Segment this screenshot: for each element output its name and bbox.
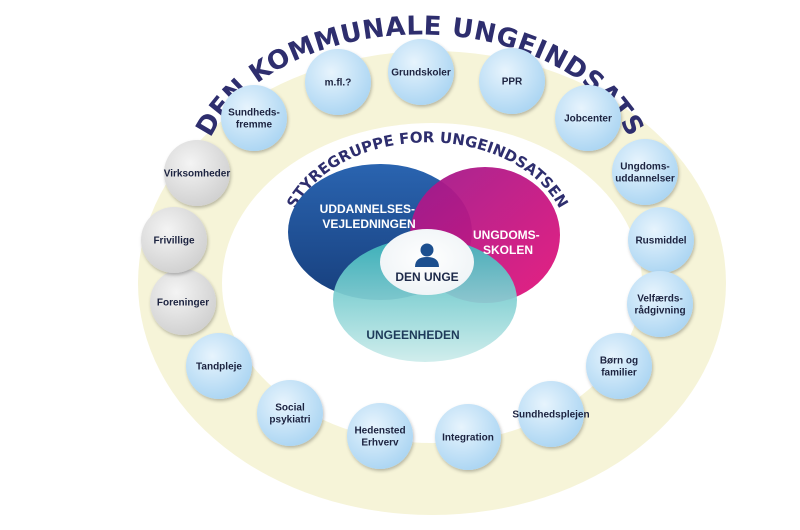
partner-bubble: Jobcenter bbox=[555, 85, 621, 151]
bubble-circle bbox=[627, 271, 693, 337]
bubble-label: Sundheds-fremme bbox=[228, 108, 280, 131]
bubble-circle bbox=[164, 140, 230, 206]
bubble-label: Rusmiddel bbox=[635, 236, 686, 247]
bubble-circle bbox=[586, 333, 652, 399]
bubble-circle bbox=[612, 139, 678, 205]
bubble-circle bbox=[628, 207, 694, 273]
bubble-circle bbox=[186, 333, 252, 399]
bubble-circle bbox=[435, 404, 501, 470]
bubble-circle bbox=[257, 380, 323, 446]
partner-bubble: Virksomheder bbox=[164, 140, 231, 206]
venn-left-label: UDDANNELSES- VEJLEDNINGEN bbox=[320, 202, 419, 231]
bubble-label: m.fl.? bbox=[325, 78, 352, 89]
person-icon bbox=[415, 243, 439, 267]
bubble-circle bbox=[518, 381, 584, 447]
bubble-label: Virksomheder bbox=[164, 169, 231, 180]
bubble-label: PPR bbox=[502, 77, 523, 88]
bubble-circle bbox=[555, 85, 621, 151]
bubble-circle bbox=[141, 207, 207, 273]
venn-right-label: UNGDOMS- SKOLEN bbox=[473, 228, 543, 257]
venn-center-label: DEN UNGE bbox=[395, 270, 458, 284]
bubble-label: Frivillige bbox=[153, 236, 195, 247]
bubble-circle bbox=[150, 269, 216, 335]
partner-bubble: m.fl.? bbox=[305, 49, 371, 115]
partner-bubble: Frivillige bbox=[141, 207, 207, 273]
bubble-circle bbox=[479, 48, 545, 114]
bubble-label: Tandpleje bbox=[196, 362, 242, 373]
bubble-circle bbox=[347, 403, 413, 469]
partner-bubble: Integration bbox=[435, 404, 501, 470]
venn-diagram: UDDANNELSES- VEJLEDNINGEN UNGDOMS- SKOLE… bbox=[288, 164, 560, 362]
bubble-circle bbox=[305, 49, 371, 115]
partner-bubble: Velfærds-rådgivning bbox=[627, 271, 693, 337]
partner-bubble: PPR bbox=[479, 48, 545, 114]
bubble-label: Foreninger bbox=[157, 298, 209, 309]
bubble-label: Jobcenter bbox=[564, 114, 612, 125]
bubble-label: Sundhedsplejen bbox=[512, 410, 589, 421]
bubble-circle bbox=[388, 39, 454, 105]
bubble-label: Ungdoms-uddannelser bbox=[615, 162, 675, 185]
partner-bubble: Sundheds-fremme bbox=[221, 85, 287, 151]
bubble-circle bbox=[221, 85, 287, 151]
partner-bubble: Tandpleje bbox=[186, 333, 252, 399]
partner-bubble: Foreninger bbox=[150, 269, 216, 335]
bubble-label: Integration bbox=[442, 433, 494, 444]
partner-bubble: Rusmiddel bbox=[628, 207, 694, 273]
partner-bubble: Ungdoms-uddannelser bbox=[612, 139, 678, 205]
bubble-label: Grundskoler bbox=[391, 68, 451, 79]
partner-bubble: Sundhedsplejen bbox=[512, 381, 590, 447]
partner-bubble: Grundskoler bbox=[388, 39, 454, 105]
venn-bottom-label: UNGEENHEDEN bbox=[366, 328, 459, 342]
bubble-label: Velfærds-rådgivning bbox=[634, 294, 685, 317]
